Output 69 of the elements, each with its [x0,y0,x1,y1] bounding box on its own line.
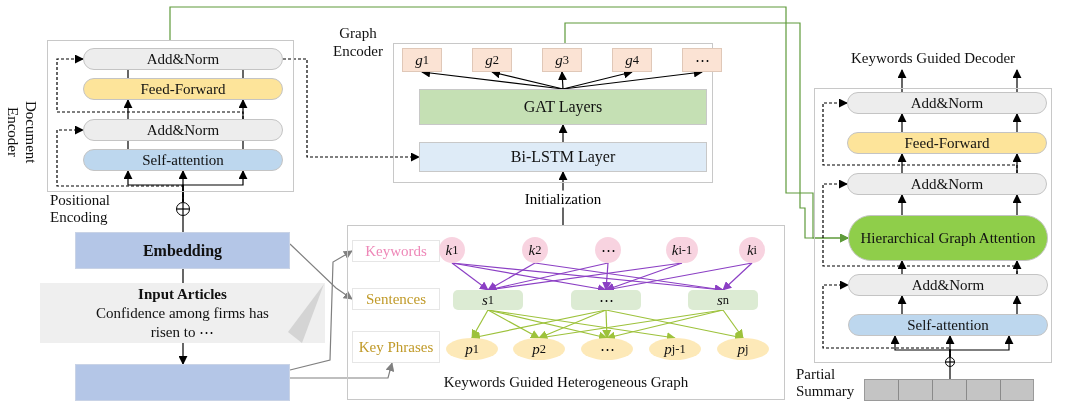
arrow [282,58,420,162]
arrow [56,54,244,120]
arrow [178,342,188,365]
arrow [487,262,536,291]
arrow [289,362,395,379]
arrow [451,262,489,291]
module-title: Graph Encoder [332,24,384,60]
arrow [558,71,567,90]
arrow [605,309,744,341]
arrow [289,243,353,300]
layer-box: GAT Layers [419,89,707,125]
arrow [897,295,907,315]
arrow [897,153,907,174]
module-title: Document Encoder [4,99,40,166]
document-card [40,283,325,343]
module-title: Keywords Guided Decoder [850,49,1016,67]
article-title: Input Articles [137,284,228,304]
layer-pill: Self-attention [848,314,1048,336]
arrow [1012,113,1022,133]
layer-pill: Add&Norm [847,92,1047,114]
arrow [822,280,951,358]
layer-pill: Add&Norm [83,48,283,70]
module-panel [347,225,785,400]
arrow [564,22,849,243]
node-type-tag: Keywords [352,240,440,262]
arrow [606,309,724,341]
arrow [822,179,1018,275]
node-caption: Partial Summary [796,366,856,400]
arrow [722,309,744,339]
annotation-text: Positional Encoding [50,192,111,226]
layer-pill: Feed-Forward [83,78,283,100]
node-type-tag: Sentences [352,288,440,310]
arrow [123,99,133,120]
arrow [487,309,540,339]
layer-box: Bi-LSTM Layer [419,142,707,172]
arrow [602,309,612,339]
layer-pill: Add&Norm [847,173,1047,195]
arrow [1012,295,1022,315]
article-text: Confidence among firms has risen to ⋯ [95,303,270,342]
arrow [722,262,753,291]
keyword-node: ⋯ [595,237,621,263]
layer-pill: Self-attention [83,149,283,171]
module-title: Keywords Guided Heterogeneous Graph [443,373,689,391]
arrow [1012,69,1022,93]
arrow [897,69,907,93]
process-box [75,364,290,401]
arrow [56,125,184,203]
layer-pill: Feed-Forward [847,132,1047,154]
arrow [822,98,1018,174]
token-sequence-bar [864,379,1034,401]
output-node: ⋯ [682,48,722,72]
layer-pill: Add&Norm [83,119,283,141]
sum-circle [945,357,955,367]
layer-pill: Add&Norm [848,274,1048,296]
phrase-node: ⋯ [581,338,633,360]
arrow [538,309,607,340]
arrow [897,113,907,133]
arrow [558,124,568,143]
sum-circle [176,202,190,216]
arrow [471,309,489,339]
arrow [897,194,907,216]
arrow [1012,194,1022,216]
process-box: Embedding [75,232,290,269]
arrow [289,250,353,371]
arrow [897,260,907,275]
node-type-tag: Key Phrases [352,331,440,363]
sentence-node: ⋯ [571,290,641,310]
arrow [602,262,612,291]
layer-pill: Hierarchical Graph Attention [848,215,1048,261]
